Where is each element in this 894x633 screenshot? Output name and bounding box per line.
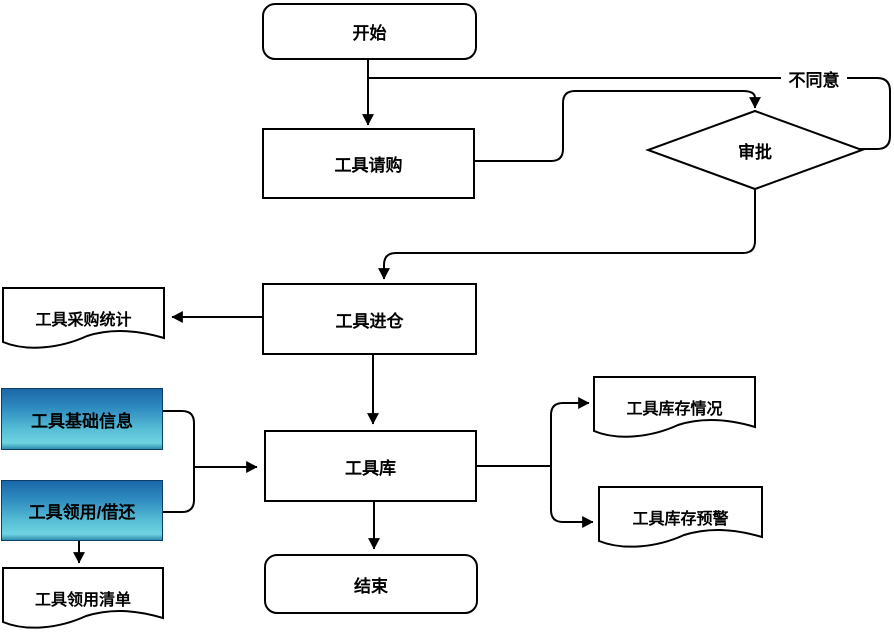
node-approval-shape <box>645 109 865 191</box>
edge-bracket-to-inventory-status <box>550 397 590 466</box>
node-inventory-status-shape <box>593 376 756 438</box>
edge-bracket-to-inventory-warning <box>550 466 594 528</box>
node-basic-info: 工具基础信息 <box>1 388 163 450</box>
node-requisition: 工具请购 <box>262 128 475 199</box>
node-borrow-return: 工具领用/借还 <box>1 480 163 541</box>
node-inventory-warning-shape <box>598 486 763 548</box>
node-start: 开始 <box>262 3 477 60</box>
edge-approval-to-warehouse <box>378 189 756 280</box>
edge-left-bracket <box>163 410 195 513</box>
node-purchase-stats-shape <box>2 287 165 349</box>
edge-approval-disagree-feedback <box>369 77 891 150</box>
edge-label-disagree: 不同意 <box>781 67 847 90</box>
node-tool-library: 工具库 <box>264 430 477 502</box>
node-collection-list-shape <box>2 567 164 629</box>
node-end: 结束 <box>264 554 478 614</box>
node-warehouse-in: 工具进仓 <box>262 283 477 355</box>
edge-requisition-to-approval <box>475 90 761 162</box>
